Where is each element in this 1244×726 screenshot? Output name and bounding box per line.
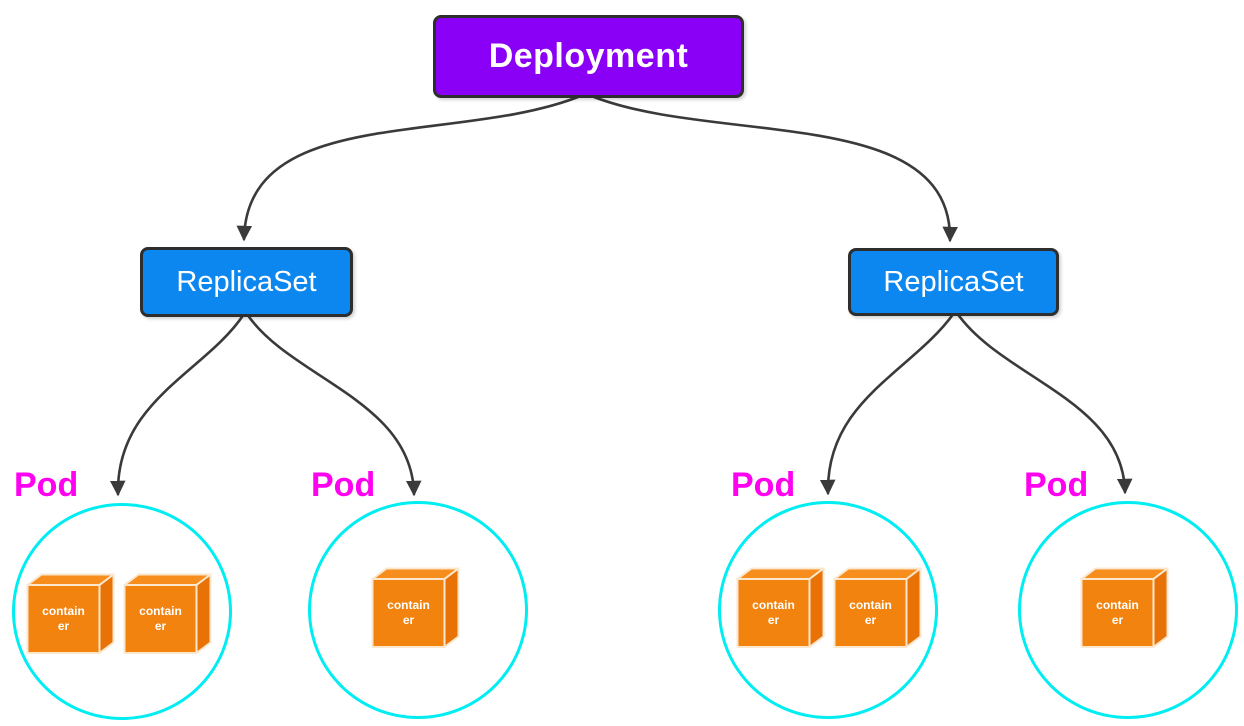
container-cube-icon: [123, 573, 212, 654]
pod-label-4: Pod: [1024, 466, 1089, 504]
pod-label-1: Pod: [14, 466, 79, 504]
container-label: container: [1096, 598, 1139, 627]
container-cube: container: [26, 573, 115, 654]
container-label: container: [387, 598, 430, 627]
arrow-replicaset2-to-pod3: [819, 311, 956, 496]
replicaset-label: ReplicaSet: [176, 265, 317, 298]
pod-circle-4: [1018, 501, 1238, 719]
container-label: container: [42, 604, 85, 633]
container-cube-icon: [26, 573, 115, 654]
arrow-deployment-to-replicaset-2: [587, 93, 958, 243]
deployment-node: Deployment: [433, 15, 744, 98]
deployment-label: Deployment: [488, 37, 689, 75]
container-cube-icon: [833, 567, 922, 648]
replicaset-label: ReplicaSet: [883, 265, 1024, 298]
arrow-replicaset1-to-pod1: [109, 312, 246, 497]
pod-circle-1: [12, 503, 232, 720]
pod-circle-3: [718, 501, 938, 719]
pod-circle-2: [308, 501, 528, 719]
container-cube: container: [123, 573, 212, 654]
container-cube: container: [371, 567, 460, 648]
container-cube: container: [1080, 567, 1169, 648]
container-cube: container: [736, 567, 825, 648]
replicaset-node-1: ReplicaSet: [140, 247, 353, 317]
pod-label-2: Pod: [311, 466, 376, 504]
replicaset-node-2: ReplicaSet: [848, 248, 1059, 316]
container-cube-icon: [1080, 567, 1169, 648]
arrow-deployment-to-replicaset-1: [236, 93, 585, 242]
container-cube: container: [833, 567, 922, 648]
container-cube-icon: [371, 567, 460, 648]
pod-label-3: Pod: [731, 466, 796, 504]
container-label: container: [139, 604, 182, 633]
container-label: container: [752, 598, 795, 627]
container-cube-icon: [736, 567, 825, 648]
container-label: container: [849, 598, 892, 627]
